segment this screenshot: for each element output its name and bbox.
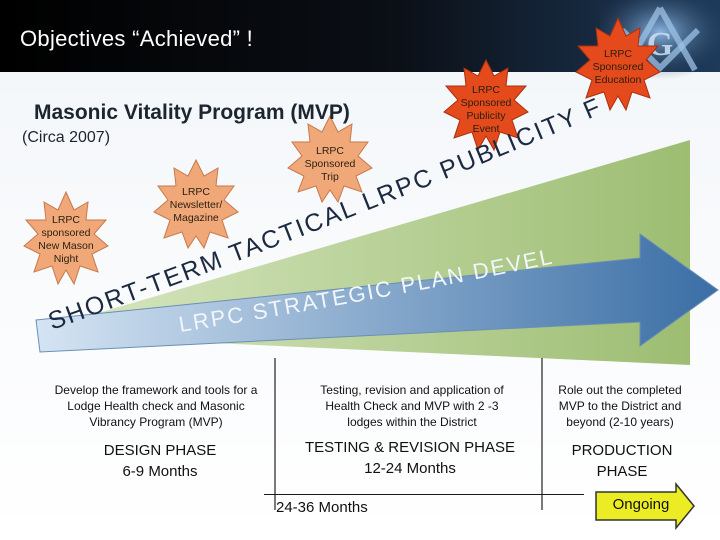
star-new-mason-night [23, 190, 109, 286]
ongoing-label: Ongoing [612, 496, 670, 513]
svg-text:G: G [647, 26, 673, 63]
circa-label: (Circa 2007) [22, 129, 111, 146]
star-newsletter [153, 158, 239, 250]
program-title: Masonic Vitality Program (MVP) [34, 101, 350, 124]
slide-title: Objectives “Achieved” ! [20, 26, 254, 51]
production-description: Role out the completed MVP to the Distri… [558, 383, 682, 429]
total-duration: 24-36 Months [264, 494, 584, 518]
ongoing-arrow [595, 481, 695, 531]
blue-arrow [35, 233, 719, 353]
design-description: Develop the framework and tools for a Lo… [54, 383, 258, 429]
star-trip [287, 114, 373, 204]
star-education [575, 16, 661, 112]
star-publicity-event [443, 58, 529, 152]
testing-description: Testing, revision and application of Hea… [320, 383, 504, 429]
